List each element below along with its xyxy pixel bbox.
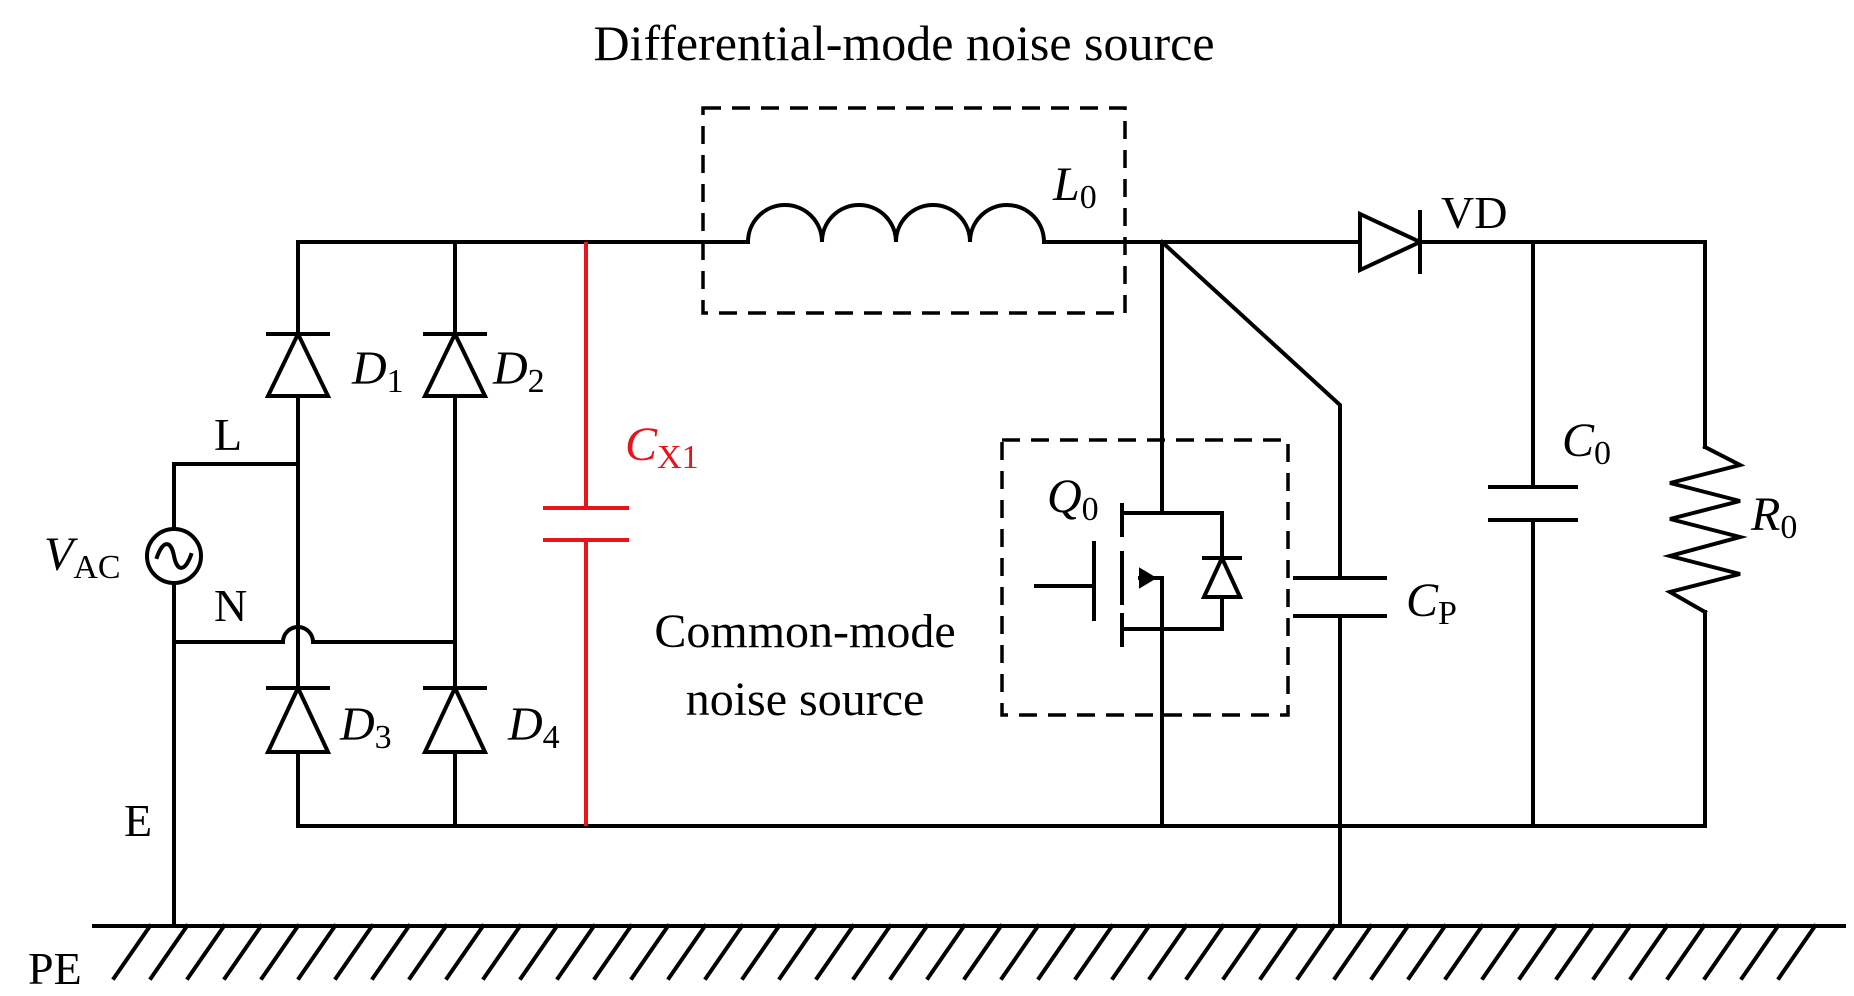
label-cp: CP [1406,574,1457,632]
capacitor-c0 [1488,485,1578,522]
label-line-n: N [214,580,247,631]
capacitor-cx1 [543,242,629,826]
label-cx1: CX1 [625,418,699,476]
label-line-l: L [214,409,242,460]
label-vac: VAC [44,528,121,586]
ground-pe [92,923,1846,981]
inductor-l0 [701,203,1047,245]
diode-d1 [264,329,332,398]
diode-d3 [264,683,332,754]
label-c0: C0 [1562,414,1611,472]
wires [172,239,1707,928]
capacitor-cp [1293,576,1387,618]
cp-diagonal-wire [1159,239,1342,580]
cm-noise-label-line1: Common-mode [654,605,955,658]
label-d2: D2 [492,342,545,400]
label-vd: VD [1441,187,1507,238]
label-e: E [124,795,152,846]
ground-hatch [111,923,1818,981]
mosfet-q0 [1034,503,1244,647]
label-pe: PE [28,943,82,994]
label-l0: L0 [1052,158,1097,216]
label-d3: D3 [339,698,392,756]
diode-d2 [421,329,489,398]
cm-noise-label-line2: noise source [686,673,925,726]
labels: Differential-mode noise source Common-mo… [28,15,1797,994]
cm-noise-box [1000,438,1290,717]
label-d4: D4 [507,698,560,756]
dm-noise-box [701,106,1127,315]
label-r0: R0 [1750,488,1797,546]
ac-source [145,527,203,585]
diode-d4 [421,683,489,754]
label-q0: Q0 [1047,470,1099,528]
line-N [172,625,457,644]
resistor-r0 [1662,444,1748,615]
label-d1: D1 [351,342,404,400]
diode-vd [1358,210,1425,274]
dm-noise-title: Differential-mode noise source [593,15,1214,71]
